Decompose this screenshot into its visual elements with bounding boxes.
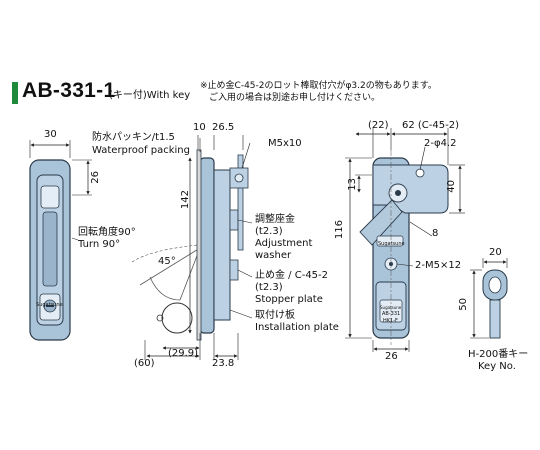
label-waterproof-en: Waterproof packing	[92, 145, 190, 156]
label-installation-en: Installation plate	[255, 322, 339, 333]
note-line-2: ご入用の場合は別途お申し付けください。	[209, 93, 381, 103]
dim-key-50: 50	[458, 298, 469, 311]
rear-arm	[359, 199, 403, 246]
front-brand-text: Sugatsune	[36, 302, 63, 308]
key-blade	[489, 299, 501, 339]
label-adjustment-en2: washer	[255, 250, 292, 261]
label-waterproof-ja: 防水パッキン/t1.5	[92, 132, 175, 143]
dim-key-20: 20	[489, 247, 502, 258]
header-note: ※止め金C-45-2のロット棒取付穴がφ3.2の物もあります。 ご入用の場合は別…	[200, 80, 437, 104]
dim-side-10: 10	[193, 122, 206, 133]
rear-brand-plate	[376, 235, 404, 247]
rear-plate-text-1: AB-331	[382, 311, 401, 317]
side-packing	[196, 149, 202, 341]
label-rotation-ja: 回転角度90°	[78, 227, 136, 238]
side-washer	[229, 209, 239, 231]
dim-side-26-5: 26.5	[212, 122, 235, 133]
dim-side-23-8: 23.8	[212, 358, 235, 369]
label-m5x12: 2-M5×12	[415, 260, 462, 271]
side-view	[131, 135, 253, 360]
rear-plate-brand-text: Sugatsune	[380, 305, 402, 310]
label-adjustment-ja: 調整座金	[255, 214, 295, 225]
side-stopper-plate	[237, 154, 244, 251]
rear-hole-1	[415, 168, 425, 178]
label-hole: 2-φ4.2	[424, 138, 457, 149]
dim-rear-22: (22)	[368, 120, 389, 131]
note-line-1: ※止め金C-45-2のロット棒取付穴がφ3.2の物もあります。	[200, 81, 437, 91]
dim-rear-116: 116	[334, 220, 345, 240]
dim-rear-62: 62 (C-45-2)	[402, 120, 459, 131]
label-m5x10: M5x10	[268, 138, 302, 149]
front-key-slot	[46, 305, 54, 307]
dim-rear-26: 26	[385, 351, 398, 362]
front-slot	[42, 211, 58, 287]
side-housing	[213, 169, 231, 321]
dim-side-60: (60)	[134, 358, 155, 369]
dim-front-26: 26	[90, 171, 101, 184]
rear-plate-text-2: HK1-F	[383, 318, 398, 324]
front-grip	[40, 185, 60, 209]
label-rotation-en: Turn 90°	[78, 239, 121, 250]
dim-rear-13: 13	[347, 178, 358, 191]
label-stopper-ja: 止め金 / C-45-2	[255, 270, 329, 281]
label-adjustment-en1: Adjustment	[255, 238, 313, 249]
dim-side-142: 142	[180, 190, 191, 210]
model-subtitle: (キー付)With key	[109, 90, 191, 101]
label-key-en: Key No.	[478, 361, 516, 372]
label-adjustment-t: (t2.3)	[255, 226, 283, 237]
title-accent-bar	[12, 82, 18, 104]
side-screw	[234, 173, 244, 183]
side-swing-circle	[161, 302, 193, 334]
dim-rear-8: 8	[432, 228, 439, 239]
dim-front-width: 30	[44, 129, 57, 140]
key-view	[470, 258, 508, 339]
label-installation-ja: 取付け板	[255, 310, 295, 321]
front-view	[29, 140, 92, 341]
label-stopper-en: Stopper plate	[255, 294, 323, 305]
model-title: AB-331-1	[22, 79, 116, 102]
side-stopper	[229, 259, 239, 281]
side-handle-body	[199, 157, 215, 334]
dim-side-29-9: (29.9)	[168, 348, 199, 359]
label-key-ja: H-200番キー	[468, 349, 529, 360]
label-stopper-t: (t2.3)	[255, 282, 283, 293]
dim-rear-40: 40	[446, 180, 457, 193]
rear-view	[345, 128, 465, 352]
rear-brand-text: Sugatsune	[378, 241, 405, 247]
dim-side-45deg: 45°	[158, 256, 176, 267]
key-ring-hole	[488, 276, 502, 294]
